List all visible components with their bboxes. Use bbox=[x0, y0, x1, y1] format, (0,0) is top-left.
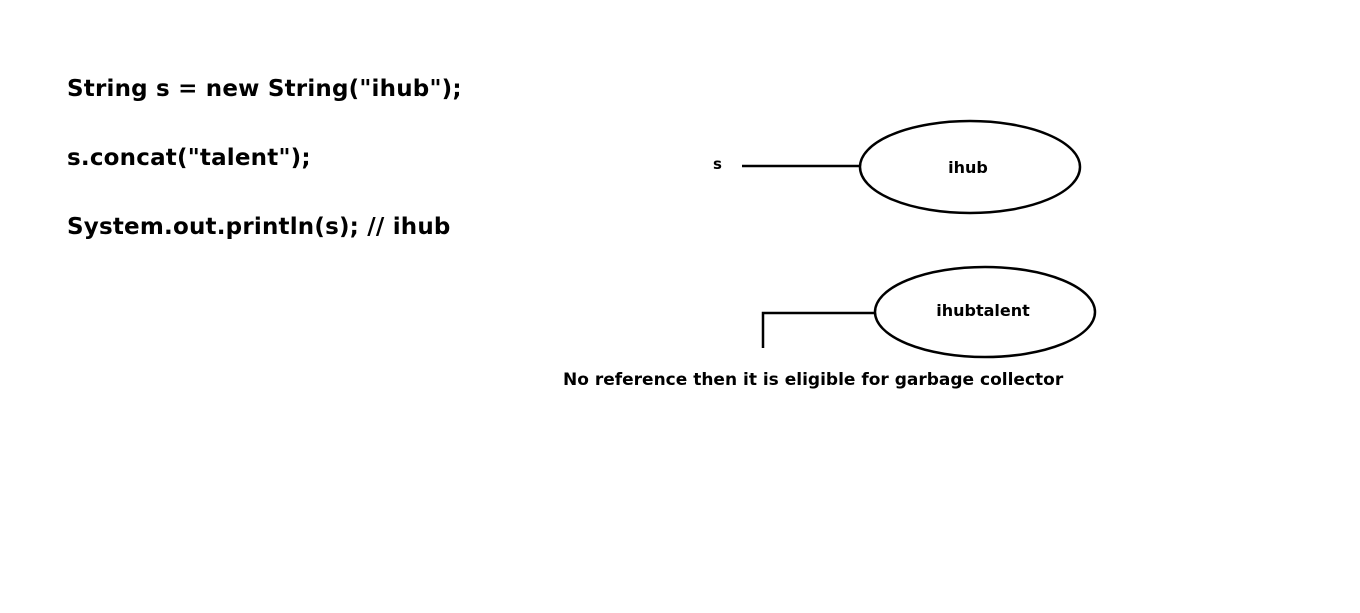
object-label-ihubtalent: ihubtalent bbox=[936, 301, 1030, 320]
code-line-println: System.out.println(s); // ihub bbox=[67, 214, 451, 240]
code-line-string-declaration: String s = new String("ihub"); bbox=[67, 76, 462, 102]
garbage-collection-caption: No reference then it is eligible for gar… bbox=[563, 370, 1064, 390]
dangling-reference-line bbox=[761, 311, 876, 348]
reference-label-s: s bbox=[713, 155, 722, 173]
object-ellipse-ihubtalent bbox=[873, 265, 1097, 359]
object-label-ihub: ihub bbox=[948, 158, 988, 177]
code-line-concat-call: s.concat("talent"); bbox=[67, 145, 311, 171]
object-ellipse-ihub bbox=[858, 119, 1082, 215]
